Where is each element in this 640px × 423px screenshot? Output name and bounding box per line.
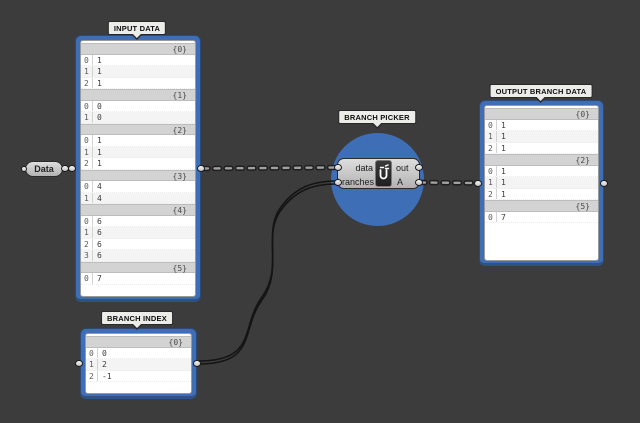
- branch-picker-icon: [375, 160, 392, 187]
- input-panel-input-grip[interactable]: [68, 165, 76, 172]
- output-label-a: A: [397, 177, 404, 187]
- branch-header-row: {5}: [485, 200, 598, 212]
- branch-header-row: {1}: [81, 89, 195, 101]
- branch-header-row: {0}: [485, 108, 598, 120]
- branch-header-row: {4}: [81, 204, 195, 216]
- wire-picker-to-output[interactable]: [417, 179, 480, 186]
- branch-index-tag: BRANCH INDEX: [101, 311, 173, 325]
- picker-branches-input-grip[interactable]: [334, 179, 342, 186]
- data-param-input-grip[interactable]: [21, 165, 27, 172]
- branch-picker-tag: BRANCH PICKER: [338, 110, 416, 124]
- branch-index-output-grip[interactable]: [193, 360, 201, 367]
- branch-header-row: {5}: [81, 261, 195, 273]
- data-row: 2-1: [86, 370, 191, 382]
- wire-input-to-picker[interactable]: [200, 164, 337, 172]
- picker-out-output-grip[interactable]: [415, 164, 423, 171]
- input-panel-output-grip[interactable]: [197, 165, 205, 172]
- branch-header-row: {2}: [485, 154, 598, 166]
- branch-header-row: {0}: [81, 43, 195, 55]
- branch-header-row: {2}: [81, 123, 195, 135]
- output-panel-input-grip[interactable]: [474, 179, 482, 187]
- picker-data-input-grip[interactable]: [334, 164, 342, 171]
- data-param-capsule[interactable]: Data: [25, 161, 63, 177]
- branch-header-row: {0}: [86, 336, 191, 348]
- picker-a-output-grip[interactable]: [415, 179, 423, 186]
- input-label-branches: branches: [337, 177, 375, 187]
- input-label-data: data: [355, 162, 373, 173]
- wire-branchindex-to-picker[interactable]: [197, 180, 337, 365]
- output-panel-output-grip[interactable]: [600, 179, 608, 187]
- input-data-tag: INPUT DATA: [107, 21, 167, 35]
- branch-header-row: {3}: [81, 169, 195, 181]
- output-label-out: out: [396, 162, 409, 173]
- branch-index-input-grip[interactable]: [75, 360, 83, 367]
- output-branch-data-tag: OUTPUT BRANCH DATA: [489, 84, 593, 98]
